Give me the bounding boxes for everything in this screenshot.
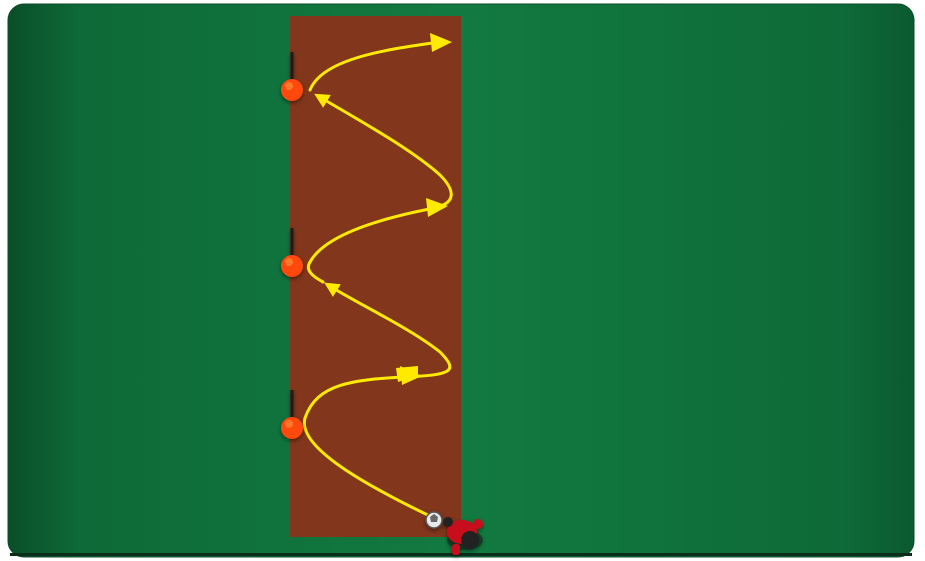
marker-cone-icon [281,417,303,439]
cone-highlight [285,82,293,90]
marker-cone-icon [281,79,303,101]
cone-highlight [285,258,293,266]
cone-highlight [285,420,293,428]
player-head [461,531,479,549]
player-hand-right [473,519,483,529]
player-hand-left [443,517,453,527]
field-bottom-edge [10,553,912,556]
marker-cone-icon [281,255,303,277]
player-leg [452,544,460,555]
